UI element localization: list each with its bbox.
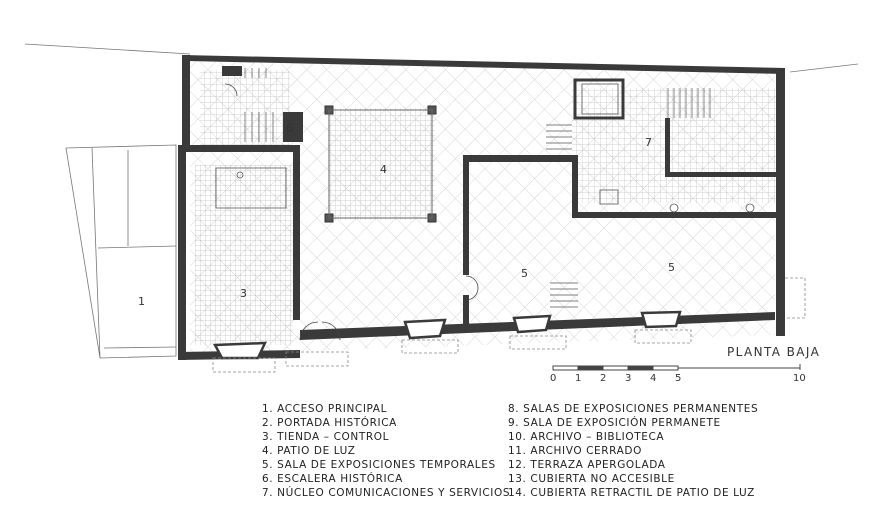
- stair-treads: [244, 68, 711, 308]
- legend-item: 2. PORTADA HISTÓRICA: [262, 417, 397, 429]
- patio-outline: [328, 109, 433, 219]
- scale-label: 3: [625, 373, 632, 384]
- legend-item: 6. ESCALERA HISTÓRICA: [262, 473, 403, 485]
- floor-fills: [190, 60, 777, 355]
- scale-label: 4: [650, 373, 657, 384]
- room-label-stair: 6: [286, 122, 293, 135]
- legend-item: 4. PATIO DE LUZ: [262, 445, 356, 457]
- legend-item: 8. SALAS DE EXPOSICIONES PERMANENTES: [508, 403, 759, 415]
- legend-item: 13. CUBIERTA NO ACCESIBLE: [508, 473, 675, 485]
- legend-item: 1. ACCESO PRINCIPAL: [262, 403, 388, 415]
- scale-label: 10: [793, 373, 806, 384]
- context-lines: [24, 43, 859, 359]
- room-label-shop: 3: [240, 287, 247, 300]
- legend-item: 3. TIENDA – CONTROL: [262, 431, 390, 443]
- scale-label: 5: [675, 373, 682, 384]
- room-label-core: 7: [645, 136, 652, 149]
- plan-title: PLANTA BAJA: [727, 345, 821, 359]
- dashed-projections: [212, 277, 806, 373]
- room-label-hall-b: 5: [668, 261, 675, 274]
- legend-item: 14. CUBIERTA RETRACTIL DE PATIO DE LUZ: [508, 487, 755, 499]
- legend-item: 7. NÚCLEO COMUNICACIONES Y SERVICIOS: [262, 487, 511, 499]
- room-label-patio: 4: [380, 163, 387, 176]
- legend-right: 8. SALAS DE EXPOSICIONES PERMANENTES 9. …: [508, 402, 758, 500]
- service-fixtures: [215, 83, 755, 213]
- legend-item: 5. SALA DE EXPOSICIONES TEMPORALES: [262, 459, 496, 471]
- scale-bar: [552, 364, 801, 371]
- door-swings: [224, 83, 479, 341]
- scale-label: 1: [575, 373, 582, 384]
- room-label-neighbor: 1: [138, 295, 145, 308]
- scale-label: 0: [550, 373, 557, 384]
- legend-item: 12. TERRAZA APERGOLADA: [508, 459, 666, 471]
- legend-item: 11. ARCHIVO CERRADO: [508, 445, 642, 457]
- room-label-hall-a: 5: [521, 267, 528, 280]
- legend-item: 10. ARCHIVO – BIBLIOTECA: [508, 431, 665, 443]
- legend-item: 9. SALA DE EXPOSICIÓN PERMANETE: [508, 417, 721, 429]
- scale-label: 2: [600, 373, 607, 384]
- legend-left: 1. ACCESO PRINCIPAL 2. PORTADA HISTÓRICA…: [262, 402, 510, 500]
